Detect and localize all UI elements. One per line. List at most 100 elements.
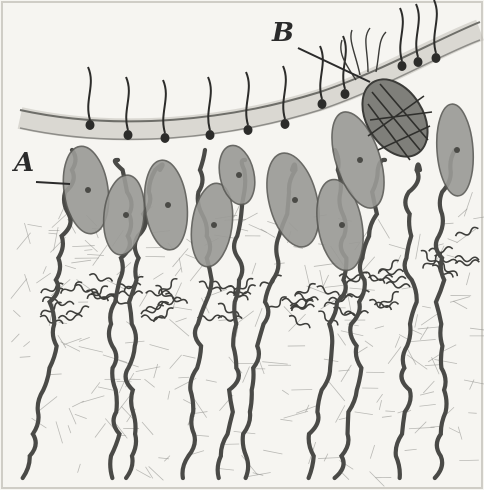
cell [434,103,476,197]
knob-body [398,61,407,71]
fiber-stroke [259,360,264,374]
fiber-stroke [409,427,435,428]
fiber-stroke [178,377,189,378]
fiber-stroke [428,354,440,362]
fiber-stroke [402,287,412,289]
fiber-stroke [453,301,467,309]
fiber-stroke [388,347,401,364]
fiber-stroke [458,209,467,217]
fiber-stroke [261,229,275,238]
fiber-stroke [415,422,426,434]
fiber-stroke [52,214,67,227]
fiber-stroke [154,364,158,378]
fiber-stroke [262,362,287,364]
fiber-stroke [324,454,328,462]
fiber-cluster-stroke [345,290,370,300]
fiber-stroke [375,326,384,329]
knob-body [86,120,95,130]
fiber-stroke [416,234,421,260]
fiber-stroke [382,416,392,417]
fiber-stroke [325,285,343,287]
fiber-stroke [11,279,27,299]
fiber-stroke [246,473,270,477]
fiber-cluster-stroke [429,246,453,253]
knob-body [341,89,350,99]
label-a: A [14,150,34,176]
fiber-stroke [448,239,458,243]
fiber-stroke [93,245,108,266]
cell-nucleus [292,197,298,203]
fiber-stroke [58,335,66,348]
fiber-stroke [468,413,476,414]
fiber-stroke [318,458,340,459]
fiber-stroke [447,255,455,257]
fiber-stroke [69,408,76,424]
fiber-stroke [56,421,63,443]
fiber-stroke [82,396,105,403]
knob-body [161,133,170,143]
fiber-stroke [79,337,90,341]
fiber-stroke [75,414,87,418]
fiber-stroke [421,313,439,326]
fiber-stroke [25,274,31,292]
fiber-stroke [405,449,417,450]
cell-nucleus [454,147,460,153]
fiber-stroke [420,392,434,395]
fiber-stroke [355,412,373,415]
fiber-stroke [385,411,395,412]
fiber-stroke [36,273,50,283]
label-b: B [272,20,294,46]
knob-body [206,130,215,140]
fiber-stroke [63,338,81,344]
fiber-stroke [27,224,41,226]
fiber-stroke [173,307,192,310]
fiber-stroke [365,341,373,347]
fiber-stroke [423,381,434,393]
fiber-cluster-stroke [89,273,113,284]
fiber-stroke [434,359,457,363]
fiber-stroke [183,355,196,358]
fiber-stroke [72,401,84,407]
fiber-stroke [395,336,400,347]
fiber-stroke [397,255,401,263]
knob-body [432,53,441,63]
cell-nucleus [85,187,91,193]
cell-nucleus [339,222,345,228]
fiber-stroke [170,355,182,369]
cell [140,158,191,252]
fiber-stroke [412,330,422,335]
fiber-stroke [139,292,148,306]
knob-body [414,57,423,67]
fiber-stroke [464,192,472,216]
fiber-stroke [78,464,81,473]
fiber-stroke [370,472,385,487]
fiber-stroke [206,380,217,382]
fiber-stroke [411,339,436,341]
fiber-stroke [24,223,30,244]
fiber-stroke [168,391,170,400]
fiber-stroke [68,425,71,433]
fiber-stroke [71,260,91,263]
fiber-stroke [149,466,164,480]
fiber-stroke [95,423,106,437]
fiber-stroke [84,250,92,251]
fiber-stroke [329,382,345,401]
cell-nucleus [211,222,217,228]
fiber-cluster-stroke [379,269,403,274]
fiber-cluster-stroke [154,284,176,303]
knob-body [244,125,253,135]
cell-nucleus [236,172,242,178]
fiber-stroke [450,297,470,303]
fiber-cluster-stroke [455,226,479,238]
fiber-stroke [336,405,345,422]
fiber-stroke [407,349,416,365]
knob-body [281,119,290,129]
fiber-stroke [17,233,31,250]
fiber-stroke [175,268,181,276]
fiber-cluster-stroke [60,280,84,295]
fiber-stroke [65,265,76,268]
fiber-stroke [169,319,189,336]
cell-nucleus [165,202,171,208]
fiber-stroke [419,404,435,406]
